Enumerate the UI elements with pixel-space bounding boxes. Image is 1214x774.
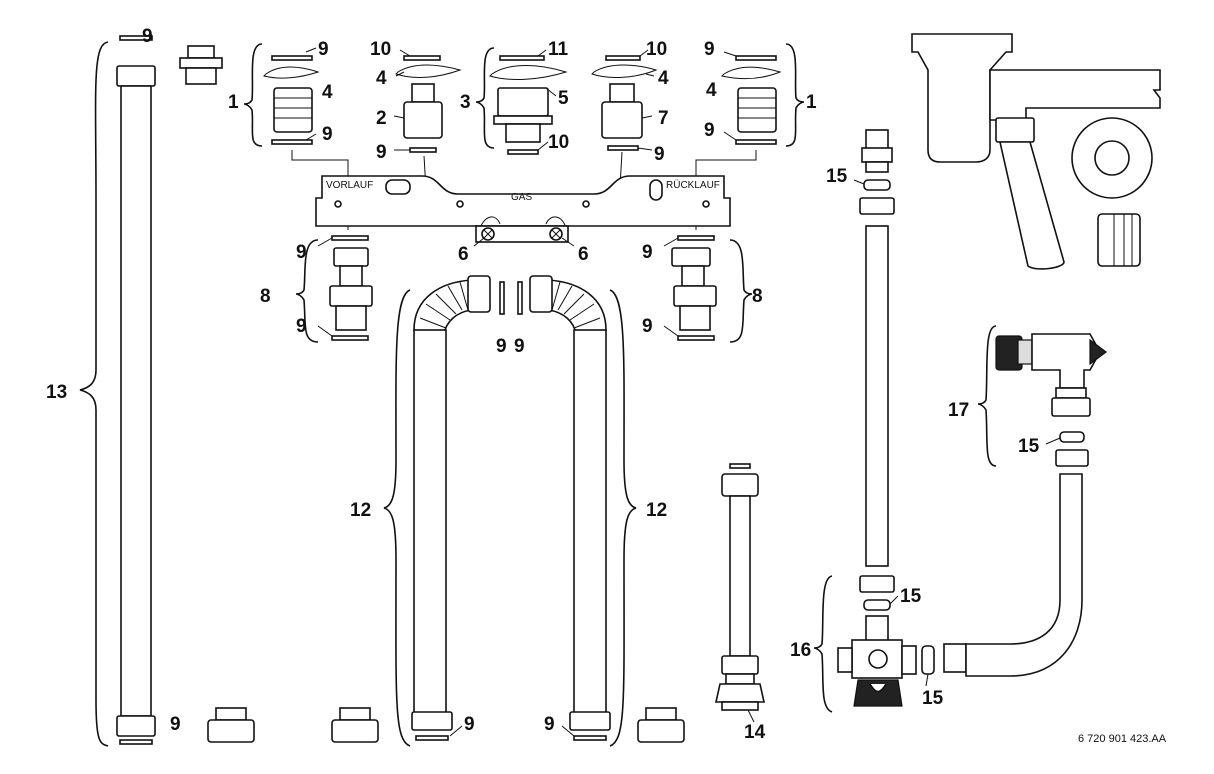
label-15: 15 — [1018, 436, 1040, 457]
fitting-3 — [475, 47, 568, 155]
label-9: 9 — [704, 120, 715, 141]
label-13: 13 — [46, 382, 67, 403]
plate-label-center: GAS — [511, 192, 532, 203]
top-right-parts — [911, 33, 1161, 270]
valve-17-assembly — [965, 325, 1107, 677]
label-8: 8 — [260, 286, 271, 307]
label-9: 9 — [496, 336, 507, 357]
gas-pipe-assembly — [813, 129, 967, 713]
label-9: 9 — [642, 242, 653, 263]
label-9: 9 — [376, 142, 387, 163]
label-1: 1 — [228, 92, 239, 113]
label-10: 10 — [548, 132, 569, 153]
label-16: 16 — [790, 640, 811, 661]
label-10: 10 — [646, 39, 667, 60]
label-2: 2 — [376, 108, 387, 129]
long-pipe-13 — [79, 35, 156, 747]
label-12: 12 — [350, 500, 371, 521]
label-7: 7 — [658, 108, 669, 129]
label-9: 9 — [642, 316, 653, 337]
label-9: 9 — [318, 39, 329, 60]
label-12: 12 — [646, 500, 667, 521]
fitting-7 — [591, 55, 658, 151]
label-9: 9 — [464, 714, 475, 735]
fitting-group-8-right — [671, 235, 753, 343]
label-10: 10 — [370, 39, 391, 60]
label-9: 9 — [514, 336, 525, 357]
label-3: 3 — [460, 92, 471, 113]
plate-label-left: VORLAUF — [326, 180, 373, 191]
plate-label-right: RÜCKLAUF — [666, 179, 720, 191]
label-9: 9 — [296, 242, 307, 263]
label-1: 1 — [806, 92, 817, 113]
flex-hose-right-12 — [517, 275, 637, 747]
label-9: 9 — [296, 316, 307, 337]
label-9: 9 — [704, 39, 715, 60]
label-15: 15 — [900, 586, 922, 607]
pipe-14 — [715, 463, 765, 711]
label-6: 6 — [578, 244, 589, 265]
part-labels: 9 9 10 11 10 9 4 4 4 4 5 1 1 3 2 7 9 9 1… — [46, 26, 1167, 745]
label-5: 5 — [558, 88, 569, 109]
flex-hose-left-12 — [383, 275, 505, 747]
label-6: 6 — [458, 244, 469, 265]
bottom-caps — [207, 707, 685, 743]
label-8: 8 — [752, 286, 763, 307]
label-9: 9 — [654, 144, 665, 165]
fitting-2 — [395, 55, 462, 153]
nipple-fitting — [179, 45, 223, 85]
reference-code: 6 720 901 423.AA — [1078, 733, 1167, 745]
label-9: 9 — [170, 714, 181, 735]
label-9: 9 — [544, 714, 555, 735]
label-14: 14 — [744, 722, 766, 743]
label-4: 4 — [376, 68, 387, 89]
label-15: 15 — [826, 166, 848, 187]
fitting-group-1-right — [721, 43, 805, 147]
label-9: 9 — [322, 124, 333, 145]
label-17: 17 — [948, 400, 969, 421]
mounting-plate: VORLAUF GAS RÜCKLAUF — [315, 175, 731, 243]
fitting-group-1-left — [243, 43, 320, 147]
label-4: 4 — [706, 80, 717, 101]
label-11: 11 — [548, 39, 569, 60]
label-4: 4 — [322, 82, 333, 103]
label-4: 4 — [658, 68, 669, 89]
fitting-group-8-left — [295, 235, 373, 343]
label-9: 9 — [142, 26, 153, 47]
label-15: 15 — [922, 688, 944, 709]
